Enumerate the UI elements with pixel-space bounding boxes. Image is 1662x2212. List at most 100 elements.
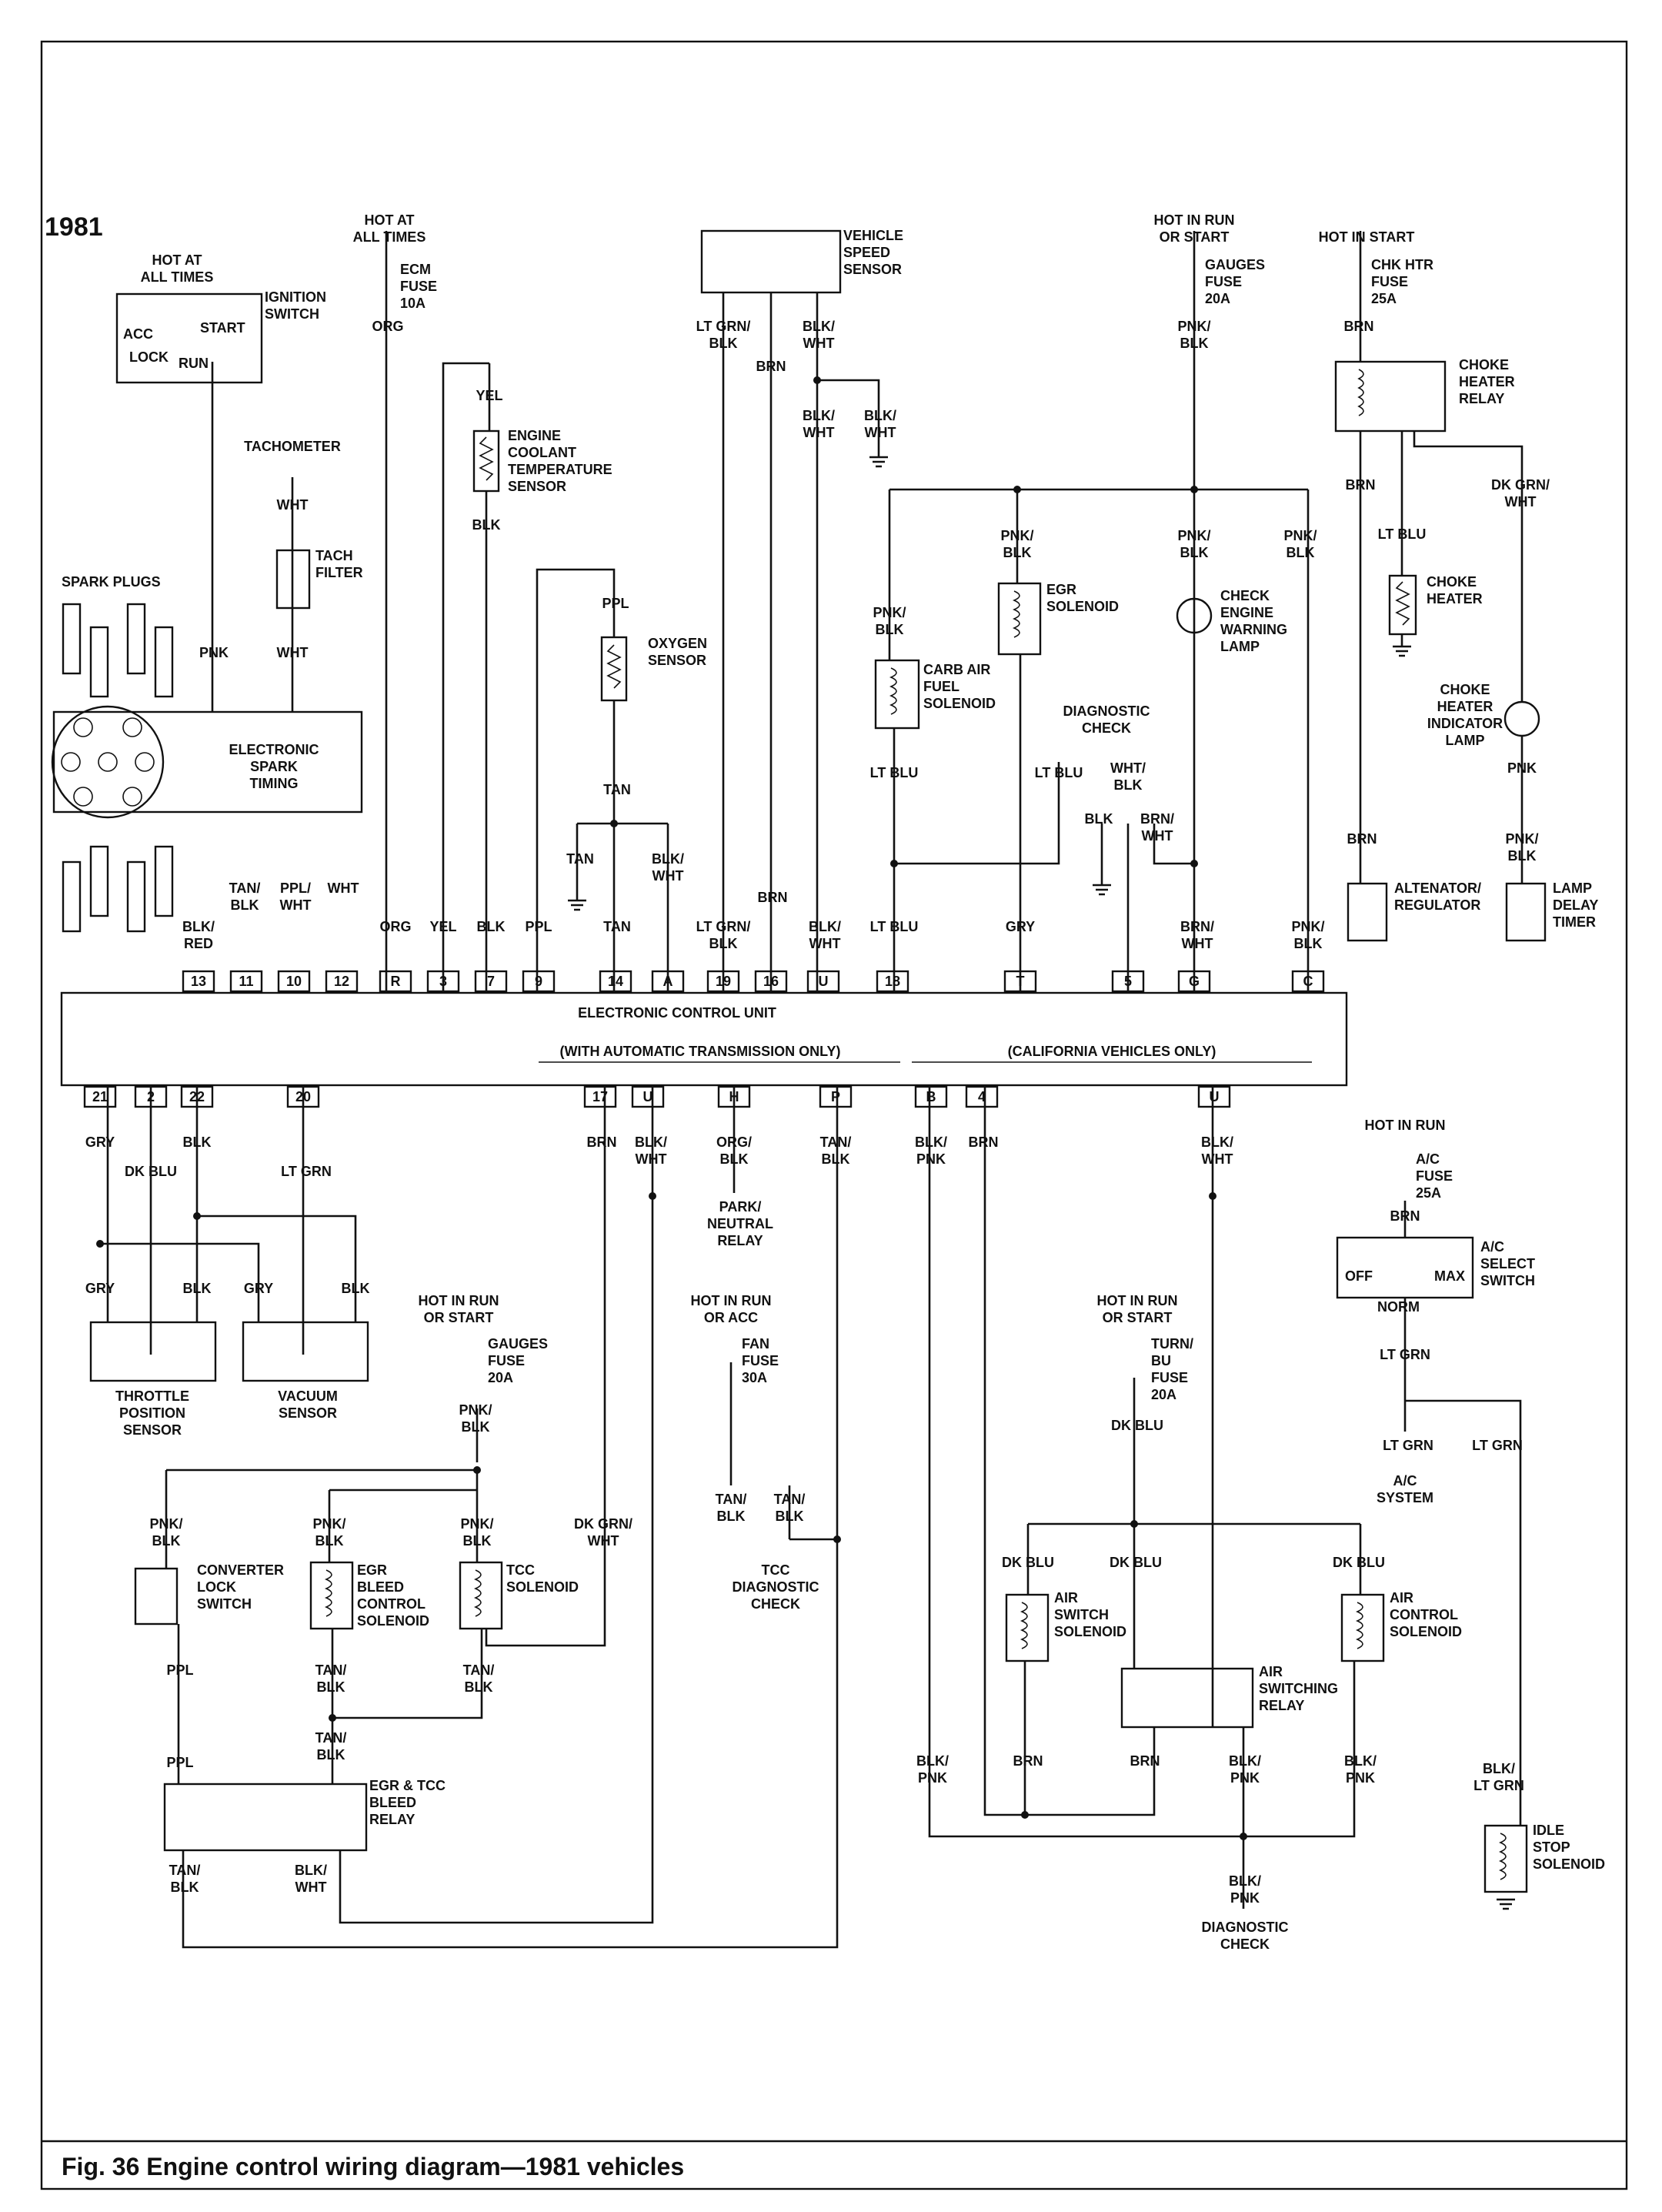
label-line: DK GRN/ [1491,477,1550,493]
label-line: YEL [429,919,456,934]
label-line: RUN [179,356,209,371]
label-brn-9: BRN [1013,1753,1043,1769]
label-line: HOT IN RUN [1097,1293,1178,1308]
label-line: BRN [969,1134,999,1150]
label-line: DK GRN/ [574,1516,632,1532]
label-line: MAX [1434,1268,1465,1284]
ecu-pin-box [1197,1085,1231,1108]
label-line: BLK/ [635,1134,667,1150]
label-line: OR START [1160,229,1230,245]
coolant-sensor-box [472,429,500,493]
label-line: PNK/ [149,1516,182,1532]
label-norm: NORM [1377,1299,1420,1315]
label-blk-3: BLK [477,919,506,934]
ecu-pin-label: 10 [286,974,302,989]
label-pnk-blk-7: PNK/BLK [1505,831,1538,864]
label-line: TAN/ [716,1492,747,1507]
label-line: STOP [1533,1839,1570,1855]
ecu-pin-box [277,970,311,993]
label-gry-2: GRY [85,1134,115,1150]
label-line: DIAGNOSTIC [1063,703,1150,719]
label-org-blk: ORG/BLK [716,1134,752,1167]
label-line: PNK/ [1283,528,1317,543]
label-line: VEHICLE [843,228,903,243]
label-line: CHECK [1082,720,1131,736]
distributor-rotor [98,752,118,772]
distributor-terminal [122,717,142,737]
label-dk-blu-5: DK BLU [1333,1555,1385,1570]
label-tan-3: TAN [603,919,631,934]
label-lt-grn-blk-1: LT GRN/BLK [696,319,751,351]
splice-dot [473,1466,481,1474]
wire-blk-split [197,1215,357,1322]
label-line: GAUGES [488,1336,548,1352]
label-line: BLK [317,1679,345,1695]
throttle-position-sensor-box [89,1321,217,1382]
label-line: BLK [1508,848,1537,864]
label-line: BLK [717,1509,746,1524]
label-line: FUSE [1416,1168,1453,1184]
label-line: SWITCH [1480,1273,1535,1288]
label-line: TURN/ [1151,1336,1193,1352]
wires [100,231,1524,1949]
label-line: PPL [166,1755,193,1770]
label-line: BLK/ [1229,1753,1261,1769]
label-line: BLK/ [915,1134,947,1150]
heater-element-symbol [1395,581,1410,626]
label-line: 20A [488,1370,513,1385]
label-line: LAMP [1553,880,1592,896]
label-line: HEATER [1427,591,1483,606]
label-line: BLK [183,1134,212,1150]
ecu-pin-box [965,1085,999,1108]
label-line: CHOKE [1427,574,1477,590]
label-line: WHT [277,645,309,660]
splice-dot [1190,486,1198,493]
label-line: DIAGNOSTIC [1201,1920,1288,1935]
ac-select-switch-box [1336,1236,1474,1299]
label-line: WHT [809,936,841,951]
label-lt-grn-1: LT GRN [281,1164,332,1179]
air-switching-relay-box [1120,1667,1254,1729]
label-line: WHT [1202,1151,1233,1167]
label-line: BLK [709,936,738,951]
label-line: WARNING [1220,622,1287,637]
label-line: BLK/ [1229,1873,1261,1889]
splice-dot [329,1714,336,1722]
label-line: PNK [199,645,229,660]
label-line: FUEL [923,679,959,694]
label-line: BLK [1180,545,1209,560]
label-alternator: ALTENATOR/REGULATOR [1394,880,1481,913]
ecu-pin-box [182,970,215,993]
label-line: PNK/ [460,1516,493,1532]
label-line: BLK [1287,545,1315,560]
label-line: VACUUM [278,1388,338,1404]
spark-plug [62,860,82,933]
splice-dot [1130,1520,1138,1528]
label-line: BLK/ [652,851,684,867]
splices [96,376,1247,1840]
thermistor-symbol [479,436,494,481]
label-line: DK BLU [125,1164,177,1179]
label-line: BLK [822,1151,850,1167]
label-line: BLEED [357,1579,404,1595]
wire-blk-wht [339,1085,654,1924]
wire-lt-grn [1405,1399,1522,1826]
label-blk-wht-6: BLK/WHT [635,1134,667,1167]
ecu-pin-box [876,970,909,993]
